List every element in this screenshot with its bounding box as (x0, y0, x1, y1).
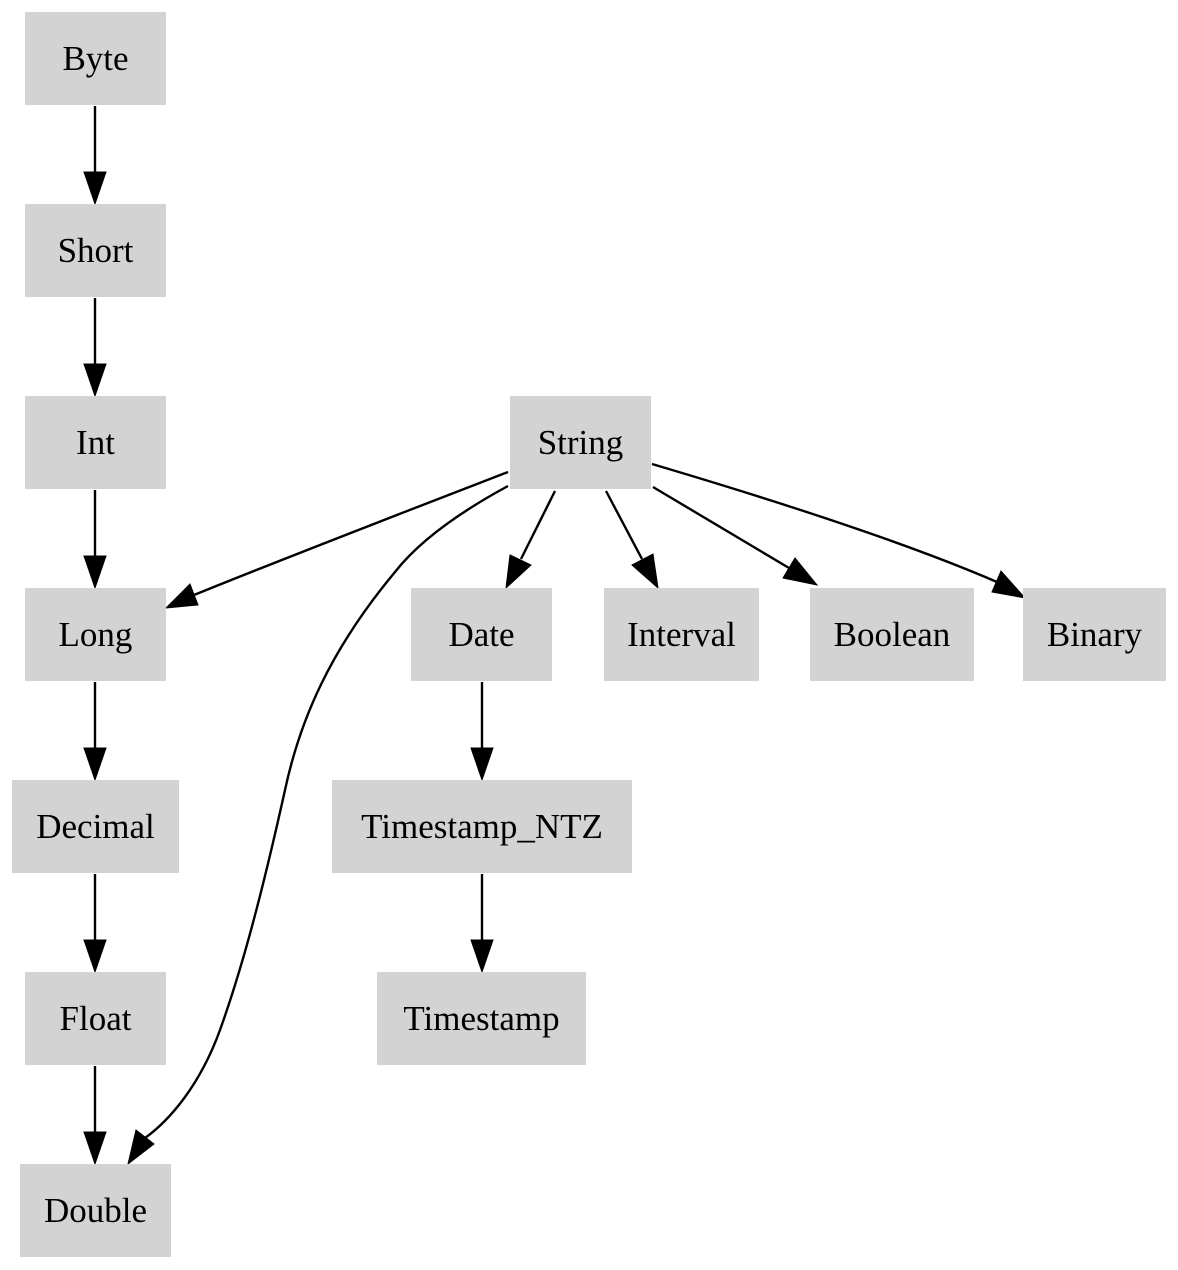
edge-string-boolean (652, 485, 790, 570)
node-binary: Binary (1023, 588, 1166, 681)
node-timestamp-ntz: Timestamp_NTZ (332, 780, 632, 873)
node-date: Date (411, 588, 552, 681)
arrowhead-float (83, 939, 107, 974)
node-boolean: Boolean (810, 588, 974, 681)
node-double: Double (20, 1164, 171, 1257)
arrowhead-binary (991, 570, 1027, 599)
node-decimal: Decimal (12, 780, 179, 873)
edge-string-double (144, 484, 509, 1139)
arrowhead-timestamp (470, 939, 494, 974)
arrowhead-long-from-int (83, 555, 107, 590)
edge-string-interval (604, 490, 644, 560)
node-short: Short (25, 204, 166, 297)
arrowhead-double-from-float (83, 1131, 107, 1166)
arrowhead-long-from-string (164, 583, 199, 609)
node-float: Float (25, 972, 166, 1065)
arrowhead-short (83, 171, 107, 206)
arrowhead-boolean (782, 557, 819, 586)
node-long: Long (25, 588, 166, 681)
edge-string-long (193, 470, 509, 597)
node-timestamp: Timestamp (377, 972, 586, 1065)
arrowhead-double-from-string (127, 1129, 155, 1166)
node-byte: Byte (25, 12, 166, 105)
edge-string-date (519, 490, 557, 560)
node-int: Int (25, 396, 166, 489)
node-string: String (510, 396, 651, 489)
arrowhead-interval (631, 553, 659, 590)
node-interval: Interval (604, 588, 759, 681)
arrowhead-decimal (83, 747, 107, 782)
edge-string-binary (651, 462, 998, 584)
arrowhead-int (83, 363, 107, 398)
arrowhead-date (505, 554, 532, 590)
arrowhead-timestamp-ntz (470, 747, 494, 782)
